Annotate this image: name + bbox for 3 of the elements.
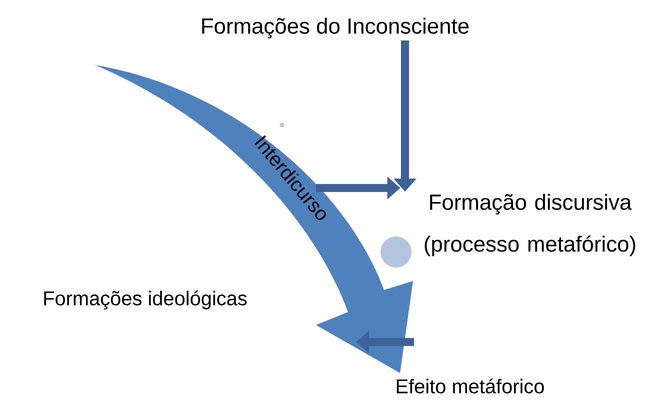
heading-text: Formações do Inconsciente (202, 18, 469, 38)
concept-text: Formação discursiva (processo metafórico) (424, 194, 636, 256)
concept-text: Efeito metáforico (396, 378, 544, 394)
